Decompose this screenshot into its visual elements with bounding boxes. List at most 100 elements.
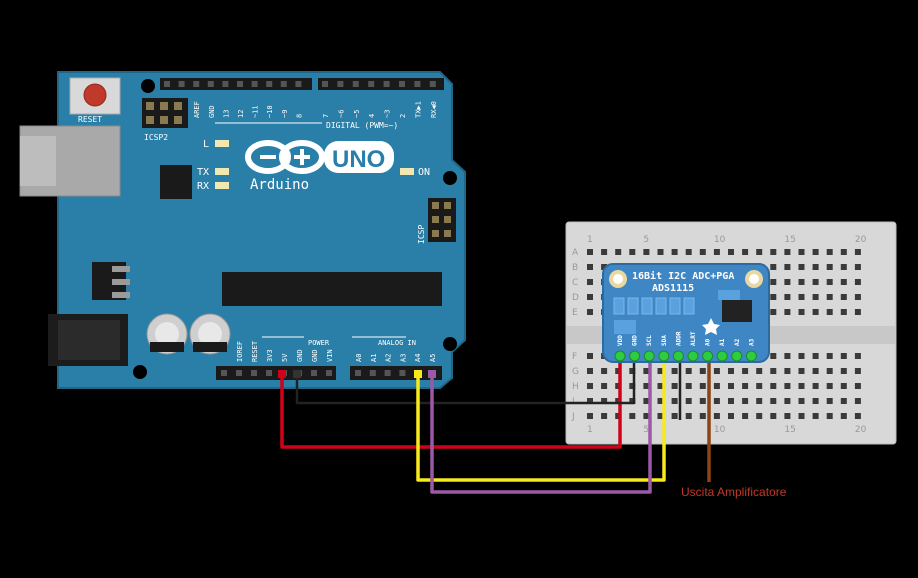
breadboard-hole <box>798 249 805 255</box>
breadboard-hole <box>601 368 608 374</box>
header-pin <box>337 81 344 87</box>
breadboard-hole <box>756 383 763 389</box>
column-number: 10 <box>714 235 726 245</box>
breadboard-hole <box>657 383 664 389</box>
atmega-chip <box>222 272 442 306</box>
breadboard-hole <box>728 249 734 255</box>
breadboard-hole <box>671 413 678 419</box>
digital-pin-label: GND <box>208 105 216 118</box>
icsp2-label: ICSP2 <box>144 133 168 142</box>
breadboard-hole <box>728 368 734 374</box>
digital-pin-holes <box>164 81 436 87</box>
row-letter: D <box>572 293 579 303</box>
column-number: 20 <box>855 425 867 435</box>
breadboard-hole <box>784 353 791 359</box>
breadboard-hole <box>770 294 777 300</box>
header-pin <box>266 81 273 87</box>
analog-pin-label: A4 <box>414 354 422 362</box>
power-pin-label: 5V <box>281 353 289 362</box>
analog-pin-label: A3 <box>399 354 407 362</box>
breadboard-hole <box>770 249 777 255</box>
breadboard-hole <box>699 398 706 404</box>
header-pin <box>369 370 376 376</box>
breadboard-hole <box>770 264 777 270</box>
header-pin <box>311 370 317 376</box>
amplifier-output-label: Uscita Amplificatore <box>681 485 787 499</box>
breadboard-hole <box>826 413 833 419</box>
digital-pin-label: 12 <box>237 110 245 118</box>
breadboard-hole <box>770 279 777 285</box>
breadboard-hole <box>798 279 805 285</box>
breadboard-hole <box>784 413 791 419</box>
breadboard-hole <box>629 413 636 419</box>
breadboard-hole <box>756 398 763 404</box>
module-pin <box>658 350 670 362</box>
icsp2-header <box>142 98 188 128</box>
breadboard-hole <box>742 368 749 374</box>
breadboard-hole <box>615 413 622 419</box>
breadboard-hole <box>854 249 861 255</box>
row-letter: C <box>572 278 578 288</box>
analog-pin-label: A1 <box>370 354 378 362</box>
led-tx <box>215 168 229 175</box>
breadboard-hole <box>854 413 861 419</box>
breadboard-hole <box>699 383 706 389</box>
module-pin <box>643 350 655 362</box>
breadboard-hole <box>840 294 847 300</box>
module-pin-label: GND <box>632 335 639 346</box>
header-pin <box>429 81 436 87</box>
breadboard-hole <box>784 279 791 285</box>
column-number: 1 <box>587 235 593 245</box>
led-rx-label: RX <box>197 181 209 192</box>
breadboard-hole <box>826 398 833 404</box>
module-pin <box>745 350 757 362</box>
breadboard-hole <box>587 294 593 300</box>
breadboard-hole <box>798 398 805 404</box>
breadboard-hole <box>784 368 791 374</box>
module-pin-label: A0 <box>705 338 712 346</box>
icsp-label: ICSP <box>417 225 426 244</box>
breadboard-hole <box>798 294 805 300</box>
breadboard-hole <box>643 398 650 404</box>
breadboard-hole <box>728 383 734 389</box>
breadboard-hole <box>840 353 847 359</box>
header-pin <box>368 81 375 87</box>
breadboard-hole <box>699 413 706 419</box>
breadboard-hole <box>770 368 777 374</box>
breadboard-hole <box>854 294 861 300</box>
breadboard-hole <box>657 413 664 419</box>
power-pin-label: 3V3 <box>266 349 274 362</box>
breadboard-hole <box>784 309 791 315</box>
digital-pin-label: TX▶1 <box>414 101 422 118</box>
digital-pin-label: 4 <box>368 114 376 118</box>
module-title: 16Bit I2C ADC+PGA <box>632 270 734 282</box>
breadboard-hole <box>615 398 622 404</box>
row-letter: G <box>572 367 579 377</box>
breadboard-hole <box>699 249 706 255</box>
breadboard-hole <box>784 383 791 389</box>
analog-label: ANALOG IN <box>378 339 416 347</box>
led-rx <box>215 182 229 189</box>
led-on-label: ON <box>418 167 430 178</box>
digital-header-right <box>318 78 444 90</box>
led-tx-label: TX <box>197 167 209 178</box>
breadboard-hole <box>643 383 650 389</box>
power-pin-label: IOREF <box>236 341 244 362</box>
breadboard-hole <box>756 368 763 374</box>
breadboard-hole <box>812 353 819 359</box>
breadboard-hole <box>587 368 593 374</box>
breadboard-hole <box>770 383 777 389</box>
breadboard-hole <box>826 249 833 255</box>
module-pin-label: A3 <box>748 338 755 346</box>
header-pin <box>266 370 272 376</box>
column-number: 10 <box>714 425 726 435</box>
header-pin <box>399 81 405 87</box>
breadboard-hole <box>826 309 833 315</box>
header-pin <box>207 81 214 87</box>
breadboard-hole <box>742 249 749 255</box>
module-pin-label: ALRT <box>690 331 697 346</box>
breadboard-hole <box>713 249 720 255</box>
breadboard-hole <box>812 279 819 285</box>
